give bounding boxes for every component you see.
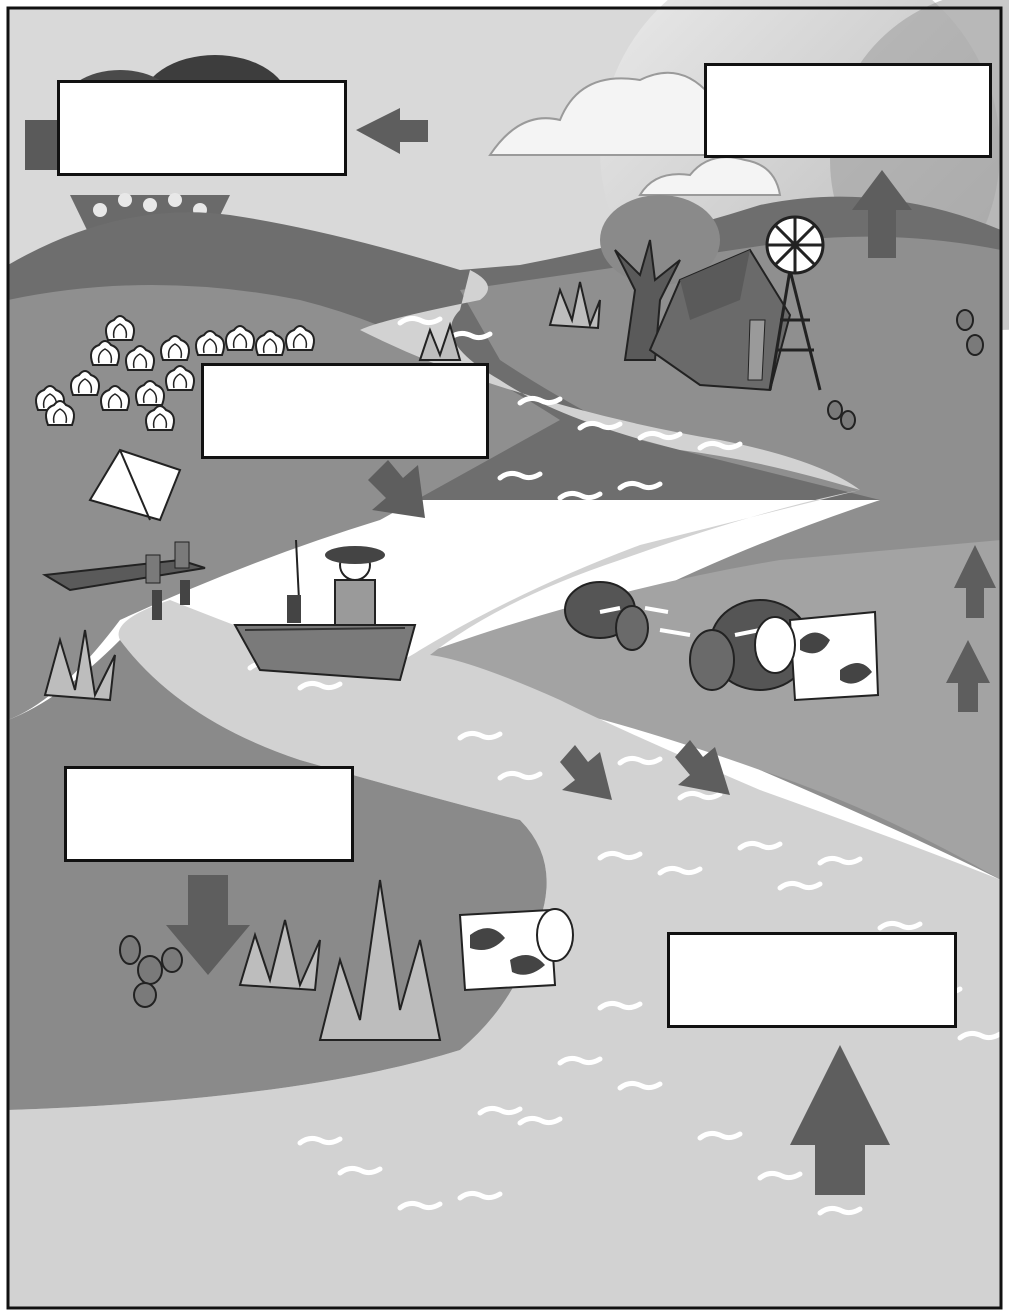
- label-box-evaporation-sun[interactable]: [704, 63, 992, 158]
- label-box-evaporation-water[interactable]: [667, 932, 957, 1028]
- label-box-precipitation[interactable]: [57, 80, 347, 176]
- label-box-runoff[interactable]: [201, 363, 489, 459]
- label-box-infiltration[interactable]: [64, 766, 354, 862]
- fisherman-boat-icon: [235, 540, 415, 680]
